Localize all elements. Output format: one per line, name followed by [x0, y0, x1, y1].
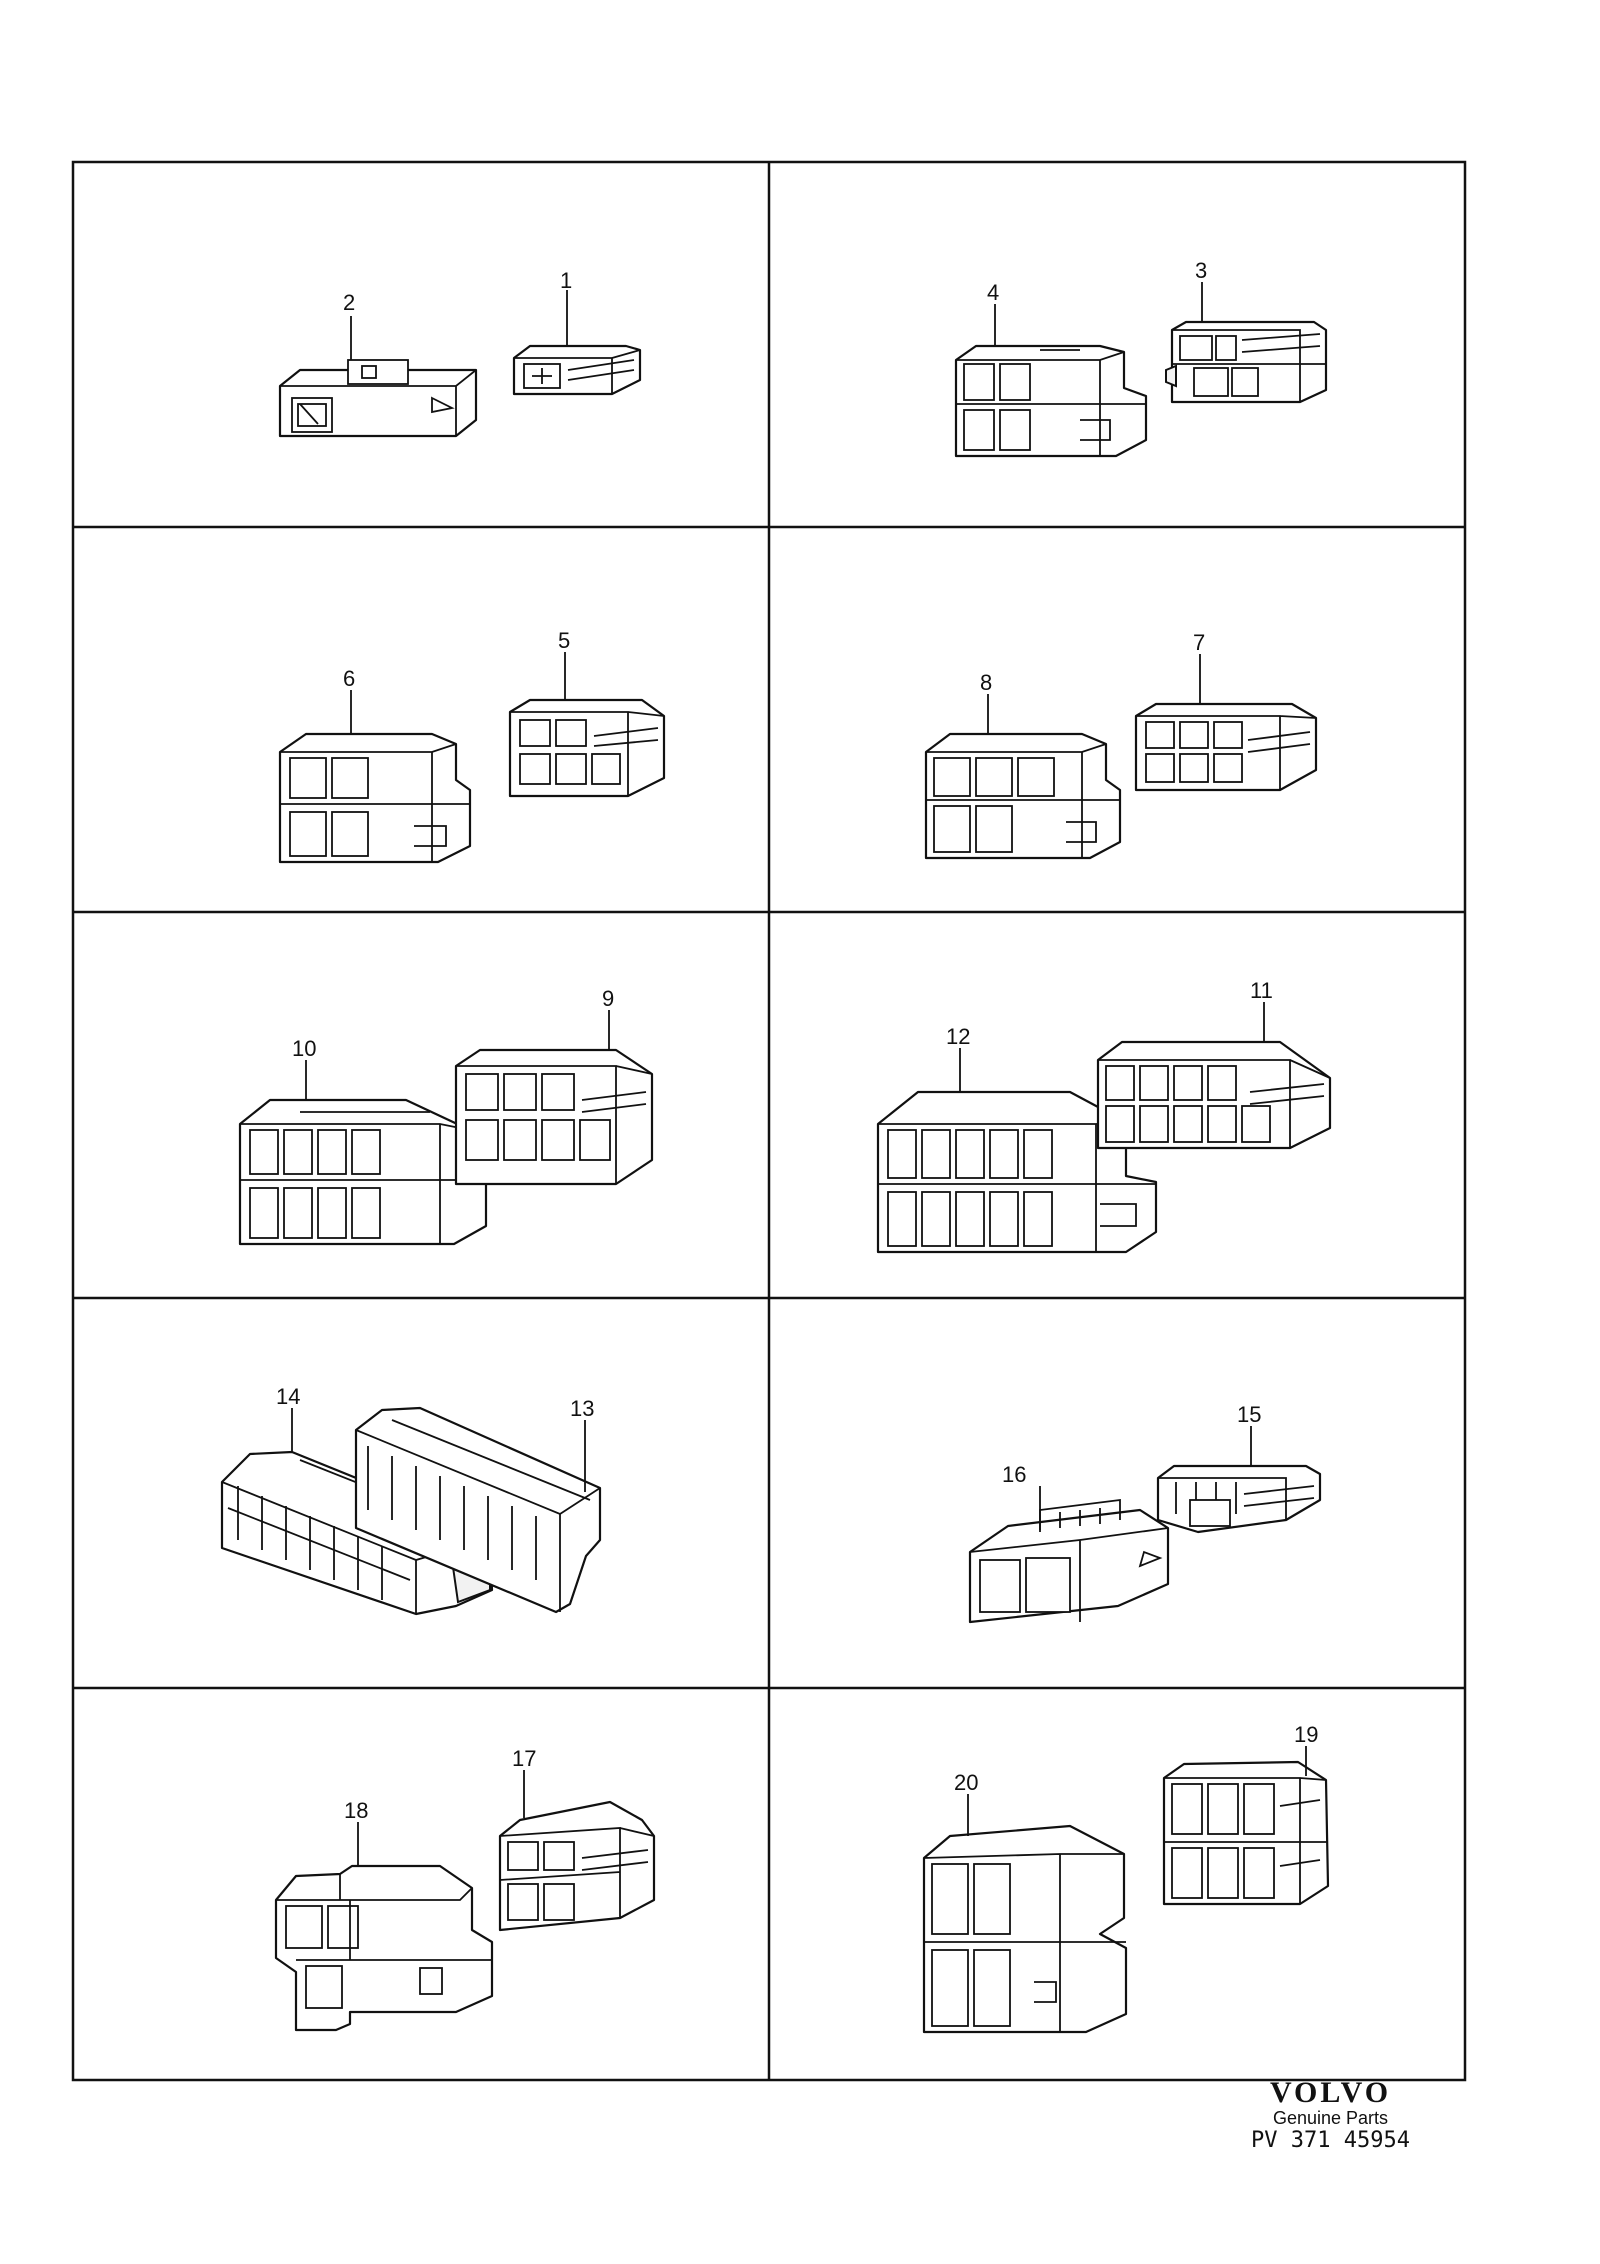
connector-part-17 — [498, 1800, 656, 1932]
connector-part-19 — [1162, 1760, 1330, 1906]
callout-6: 6 — [343, 666, 355, 691]
connector-part-8 — [924, 732, 1122, 860]
connector-part-2 — [278, 359, 478, 438]
callout-10: 10 — [292, 1036, 316, 1061]
panel-10 — [922, 1746, 1330, 2034]
callout-13: 13 — [570, 1396, 594, 1421]
connector-part-7 — [1134, 702, 1318, 792]
panel-3 — [278, 652, 666, 864]
connector-part-18 — [274, 1864, 494, 2032]
part-code: PV 371 45954 — [1251, 2127, 1410, 2153]
panel-1 — [278, 290, 642, 438]
panel-9 — [274, 1770, 656, 2032]
callout-17: 17 — [512, 1746, 536, 1771]
callout-11: 11 — [1250, 978, 1273, 1003]
connector-part-10 — [238, 1098, 488, 1246]
callout-16: 16 — [1002, 1462, 1026, 1487]
callout-20: 20 — [954, 1770, 978, 1795]
callout-12: 12 — [946, 1024, 970, 1049]
connector-part-20 — [922, 1824, 1128, 2034]
callout-5: 5 — [558, 628, 570, 653]
panel-5 — [238, 1010, 654, 1246]
panel-2 — [954, 282, 1328, 458]
connector-part-13 — [354, 1406, 602, 1614]
callout-3: 3 — [1195, 258, 1207, 283]
connector-part-6 — [278, 732, 472, 864]
panel-6 — [876, 1002, 1332, 1254]
panel-7 — [220, 1406, 602, 1616]
connector-part-16 — [968, 1498, 1170, 1624]
brand-logo: VOLVO — [1269, 2076, 1392, 2109]
callout-19: 19 — [1294, 1722, 1318, 1747]
callout-9: 9 — [602, 986, 614, 1011]
connector-part-3 — [1165, 320, 1328, 404]
callout-14: 14 — [276, 1384, 300, 1409]
callout-1: 1 — [560, 268, 572, 293]
footer-branding: VOLVO Genuine Parts PV 371 45954 — [1251, 2078, 1410, 2153]
brand-subtitle: Genuine Parts — [1272, 2108, 1389, 2128]
panel-8 — [968, 1426, 1322, 1624]
connector-part-5 — [508, 698, 666, 798]
callout-2: 2 — [343, 290, 355, 315]
panel-4 — [924, 654, 1318, 860]
connector-part-1 — [512, 344, 642, 396]
callout-7: 7 — [1193, 630, 1205, 655]
callout-4: 4 — [987, 280, 999, 305]
callout-8: 8 — [980, 670, 992, 695]
connector-part-12 — [876, 1090, 1158, 1254]
connector-part-9 — [454, 1048, 654, 1186]
connector-part-15 — [1156, 1464, 1322, 1534]
callout-15: 15 — [1237, 1402, 1261, 1427]
callout-18: 18 — [344, 1798, 368, 1823]
connector-part-4 — [954, 344, 1148, 458]
connector-part-11 — [1096, 1040, 1332, 1150]
